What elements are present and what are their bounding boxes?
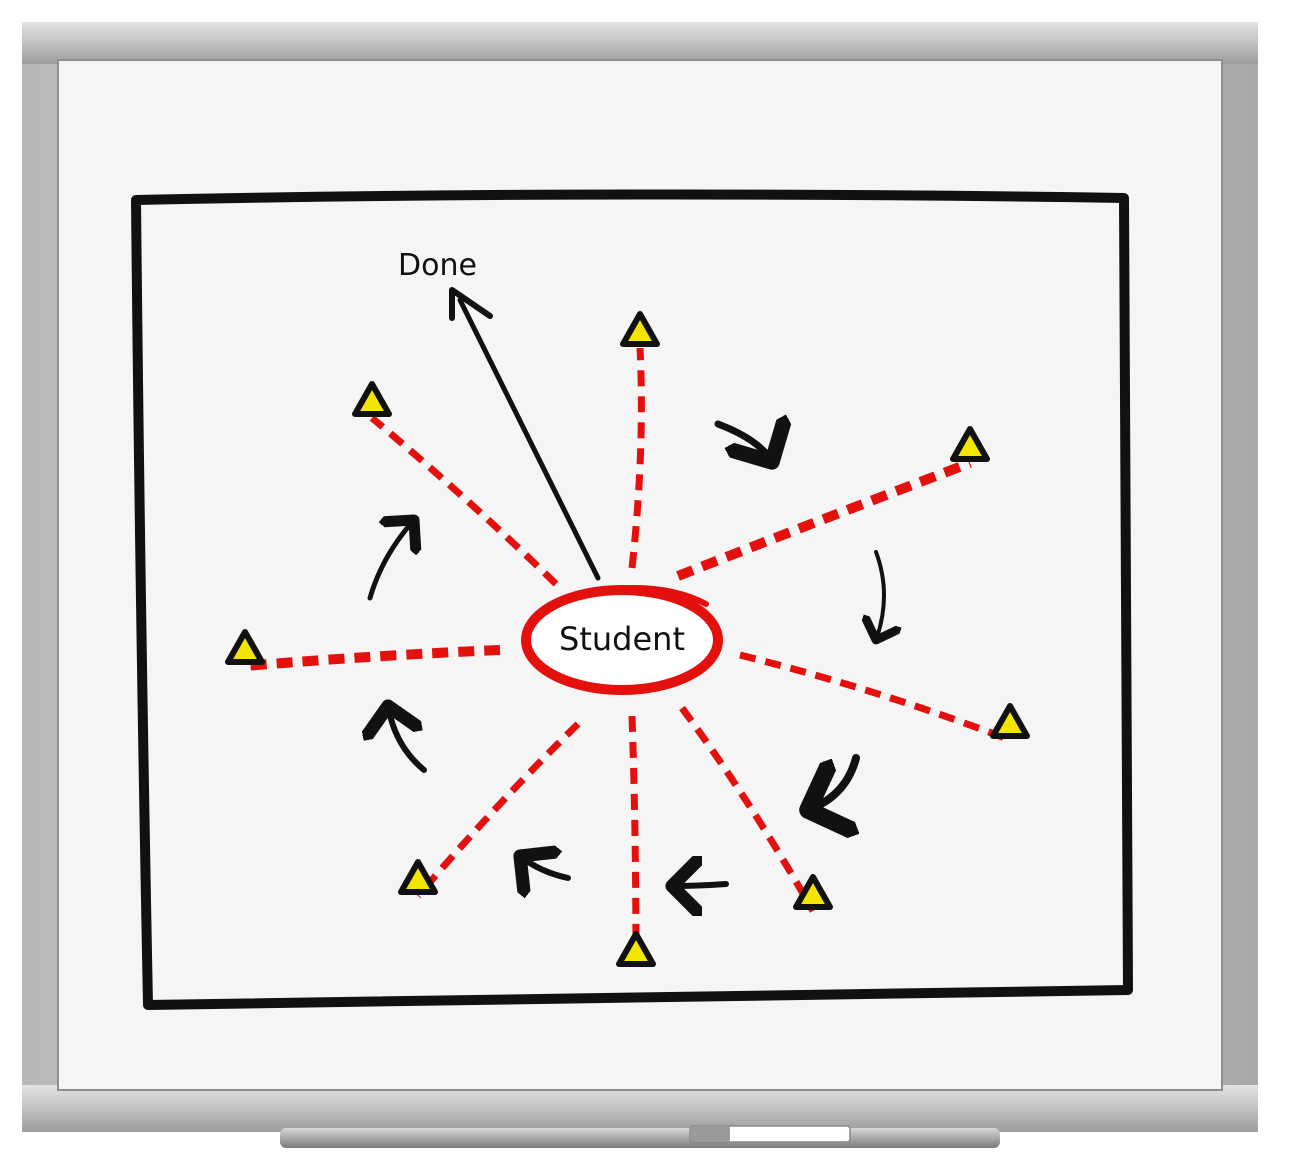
student-node: Student	[526, 588, 718, 690]
rotation-arrow-icon	[672, 884, 726, 886]
student-label: Student	[559, 620, 685, 658]
marker-tray	[280, 1126, 1000, 1148]
done-label: Done	[398, 248, 477, 283]
